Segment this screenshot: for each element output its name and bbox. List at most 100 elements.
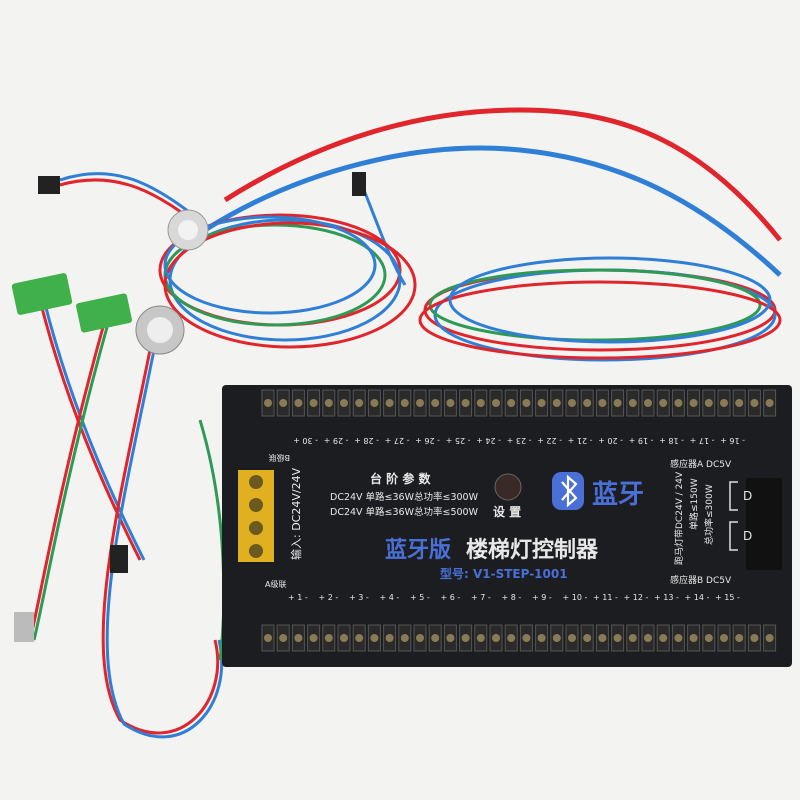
top-channel-labels: - 30 + - 29 + - 28 + - 27 + - 26 + - 25 + - 24… xyxy=(293,436,745,445)
screw xyxy=(461,634,470,642)
screw xyxy=(279,634,288,642)
screw xyxy=(370,634,379,642)
screw xyxy=(446,399,455,407)
channel-label: + 8 - xyxy=(502,593,522,602)
screw xyxy=(720,399,728,407)
screw xyxy=(552,399,561,407)
screw xyxy=(689,634,698,642)
channel-label: - 24 + xyxy=(476,436,501,445)
screw xyxy=(294,399,303,407)
product-name-blue: 蓝牙版 xyxy=(385,538,451,563)
input-label: 输入: DC24V/24V xyxy=(289,467,303,560)
screw xyxy=(264,634,272,642)
params-title: 台 阶 参 数 xyxy=(370,471,432,486)
screw xyxy=(735,634,744,642)
strip-spec-1: 跑马灯带DC24V / 24V xyxy=(673,471,685,565)
channel-label: - 18 + xyxy=(659,436,684,445)
screw xyxy=(598,634,607,642)
channel-label: - 28 + xyxy=(354,436,379,445)
screw xyxy=(309,634,318,642)
screw xyxy=(613,634,622,642)
screw xyxy=(370,399,379,407)
channel-label: - 22 + xyxy=(537,436,562,445)
channel-label: + 15 - xyxy=(715,593,740,602)
screw xyxy=(522,634,531,642)
screw xyxy=(400,634,409,642)
jst-connector xyxy=(14,612,34,642)
channel-label: + 9 - xyxy=(532,593,552,602)
blue-wire xyxy=(203,145,782,277)
screw xyxy=(750,399,759,407)
screw xyxy=(416,634,424,642)
screw xyxy=(507,399,516,407)
screw xyxy=(613,399,622,407)
product-name: 楼梯灯控制器 xyxy=(466,537,599,563)
jst-connector xyxy=(110,545,128,573)
pir-sensor-icon xyxy=(135,209,209,355)
spec-line-1: DC24V 单路≤36W总功率≤300W xyxy=(330,491,479,503)
screw xyxy=(644,634,652,642)
wire-coil-right xyxy=(418,256,782,362)
screw xyxy=(492,399,500,407)
screw xyxy=(279,399,288,407)
green-terminal-connector xyxy=(11,273,73,315)
d-label: D xyxy=(743,489,752,503)
channel-label: + 5 - xyxy=(410,593,430,602)
channel-label: + 14 - xyxy=(685,593,710,602)
spec-line-2: DC24V 单路≤36W总功率≤500W xyxy=(330,506,479,518)
channel-label: + 4 - xyxy=(380,593,400,602)
screw xyxy=(476,634,485,642)
screw xyxy=(583,634,592,642)
screw xyxy=(461,399,470,407)
screw xyxy=(340,399,348,407)
screw xyxy=(294,634,303,642)
screw xyxy=(507,634,516,642)
screw xyxy=(720,634,728,642)
screw xyxy=(628,399,637,407)
screw xyxy=(704,399,713,407)
green-terminal-connector xyxy=(76,293,132,333)
setup-button[interactable] xyxy=(494,473,522,501)
bottom-terminal-strip xyxy=(261,624,777,652)
screw xyxy=(568,634,576,642)
screw xyxy=(598,399,607,407)
bottom-channel-labels: + 1 -+ 2 -+ 3 -+ 4 -+ 5 -+ 6 -+ 7 -+ 8 -… xyxy=(288,593,740,602)
sensor-leads xyxy=(28,299,226,739)
jst-connector xyxy=(352,172,366,196)
screw xyxy=(659,634,668,642)
strip-spec-2: 单路≤150W xyxy=(688,478,700,530)
channel-label: + 3 - xyxy=(349,593,369,602)
screw xyxy=(400,399,409,407)
channel-label: - 26 + xyxy=(415,436,440,445)
channel-label: + 13 - xyxy=(654,593,679,602)
model-number: 型号: V1-STEP-1001 xyxy=(440,566,568,581)
channel-label: + 6 - xyxy=(441,593,461,602)
channel-label: - 17 + xyxy=(690,436,715,445)
cascade-b-label: B级联 xyxy=(269,453,291,463)
channel-label: + 2 - xyxy=(319,593,339,602)
screw xyxy=(385,634,394,642)
screw xyxy=(537,399,546,407)
screw xyxy=(431,634,440,642)
channel-label: + 1 - xyxy=(288,593,308,602)
screw xyxy=(355,634,364,642)
channel-label: - 27 + xyxy=(385,436,410,445)
brand-text: 蓝牙 xyxy=(592,480,644,510)
strip-spec-3: 总功率≤300W xyxy=(703,484,715,545)
screw xyxy=(324,399,333,407)
channel-label: - 23 + xyxy=(507,436,532,445)
channel-label: - 29 + xyxy=(324,436,349,445)
screw xyxy=(644,399,652,407)
screw xyxy=(735,399,744,407)
screw xyxy=(628,634,637,642)
screw xyxy=(309,399,318,407)
channel-label: - 20 + xyxy=(598,436,623,445)
channel-label: - 21 + xyxy=(568,436,593,445)
channel-label: - 19 + xyxy=(629,436,654,445)
channel-label: - 16 + xyxy=(720,436,745,445)
channel-label: - 30 + xyxy=(293,436,318,445)
screw xyxy=(355,399,364,407)
channel-label: - 25 + xyxy=(446,436,471,445)
